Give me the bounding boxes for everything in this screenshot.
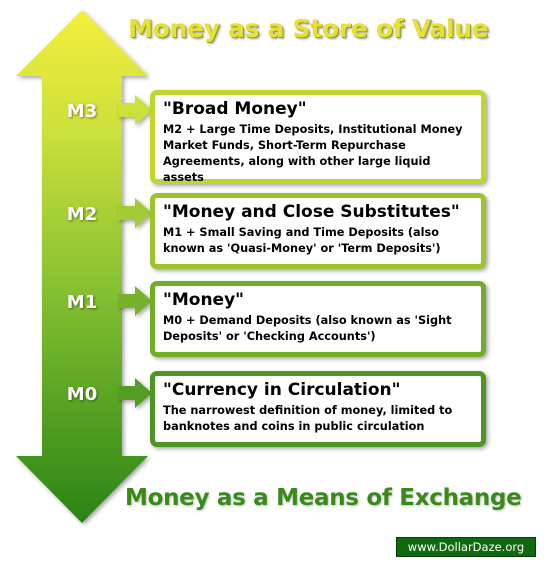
box-m0-currency: "Currency in Circulation" The narrowest … <box>150 371 486 447</box>
box-m1-heading: "Money" <box>163 290 245 310</box>
connector-arrow-m1 <box>118 286 152 316</box>
box-m0-heading: "Currency in Circulation" <box>163 380 401 400</box>
box-m2-close-substitutes: "Money and Close Substitutes" M1 + Small… <box>150 193 486 269</box>
watermark-badge: www.DollarDaze.org <box>396 537 536 557</box>
title-store-of-value: Money as a Store of Value <box>128 14 489 43</box>
connector-arrow-m0 <box>118 378 152 408</box>
box-m1-description: M0 + Demand Deposits (also known as 'Sig… <box>163 314 452 343</box>
level-label-m1: M1 <box>66 292 98 313</box>
box-m2-description: M1 + Small Saving and Time Deposits (als… <box>163 226 441 255</box>
box-m3-broad-money: "Broad Money" M2 + Large Time Deposits, … <box>150 90 486 184</box>
level-label-m3: M3 <box>66 101 98 122</box>
title-means-of-exchange: Money as a Means of Exchange <box>125 485 522 511</box>
box-m1-money: "Money" M0 + Demand Deposits (also known… <box>150 281 486 357</box>
double-arrow <box>16 10 148 523</box>
box-m3-description: M2 + Large Time Deposits, Institutional … <box>163 123 463 184</box>
box-m2-heading: "Money and Close Substitutes" <box>163 202 460 222</box>
box-m3-heading: "Broad Money" <box>163 99 307 119</box>
level-label-m0: M0 <box>66 384 98 405</box>
level-label-m2: M2 <box>66 204 98 225</box>
connector-arrow-m3 <box>118 95 152 125</box>
connector-arrow-m2 <box>118 198 152 228</box>
box-m0-description: The narrowest definition of money, limit… <box>163 404 453 433</box>
